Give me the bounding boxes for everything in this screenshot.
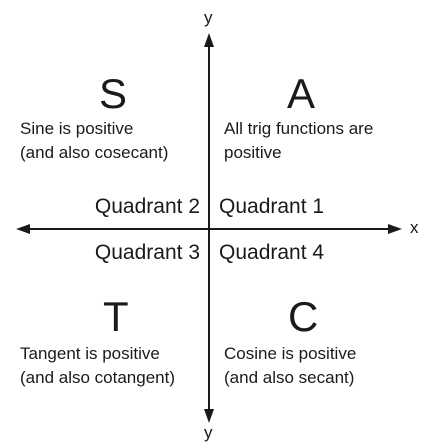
x-axis-arrow-right-icon — [388, 224, 402, 234]
y-axis-label-bottom: y — [204, 423, 213, 442]
quadrant-1-description: All trig functions are positive — [224, 117, 373, 165]
quadrant-4-description: Cosine is positive (and also secant) — [224, 342, 356, 390]
quadrant-2-label: Quadrant 2 — [94, 195, 200, 218]
quadrant-2-letter: S — [99, 70, 128, 117]
quadrant-3-label: Quadrant 3 — [94, 241, 200, 264]
quadrant-1-letter: A — [287, 70, 316, 117]
quadrant-4-description-line-1: Cosine is positive — [224, 344, 357, 363]
quadrant-4-letter: C — [288, 293, 319, 340]
quadrant-3-letter: T — [103, 293, 129, 340]
quadrant-3-description-line-2: (and also cotangent) — [20, 368, 175, 387]
quadrant-3-description-line-1: Tangent is positive — [20, 344, 160, 363]
quadrant-4-description-line-2: (and also secant) — [224, 368, 355, 387]
quadrant-2-description: Sine is positive (and also cosecant) — [20, 117, 168, 165]
y-axis-label-top: y — [204, 8, 213, 27]
y-axis-arrow-up-icon — [204, 33, 214, 47]
x-axis-label: x — [410, 218, 419, 237]
quadrant-3-description: Tangent is positive (and also cotangent) — [20, 342, 175, 390]
y-axis-arrow-down-icon — [204, 409, 214, 423]
quadrant-1-description-line-1: All trig functions are — [224, 119, 374, 138]
quadrant-4-label: Quadrant 4 — [219, 241, 325, 264]
quadrant-1-description-line-2: positive — [224, 143, 282, 162]
x-axis-arrow-left-icon — [16, 224, 30, 234]
quadrant-1-label: Quadrant 1 — [219, 195, 325, 218]
quadrant-2-description-line-1: Sine is positive — [20, 119, 134, 138]
quadrant-2-description-line-2: (and also cosecant) — [20, 143, 169, 162]
